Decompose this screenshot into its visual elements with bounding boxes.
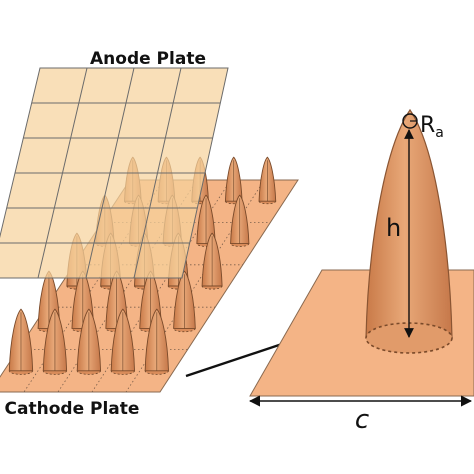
emitter-tip [201,232,223,290]
emitter-tip [144,308,169,375]
spacing-label: c [355,405,369,435]
emitter-tip [42,308,68,375]
emitter-tip [173,270,196,333]
radius-label: Ra [420,113,444,141]
height-label: h [386,214,401,242]
emitter-tip [8,308,34,375]
emitter-tip [76,308,102,375]
anode-plate-grid [0,67,221,279]
anode-plate-label: Anode Plate [90,49,206,69]
cathode-plate-label: Cathode Plate [5,399,140,419]
emitter-tip [230,194,250,247]
emitter-tip [258,156,277,205]
emitter-tip [110,308,136,375]
